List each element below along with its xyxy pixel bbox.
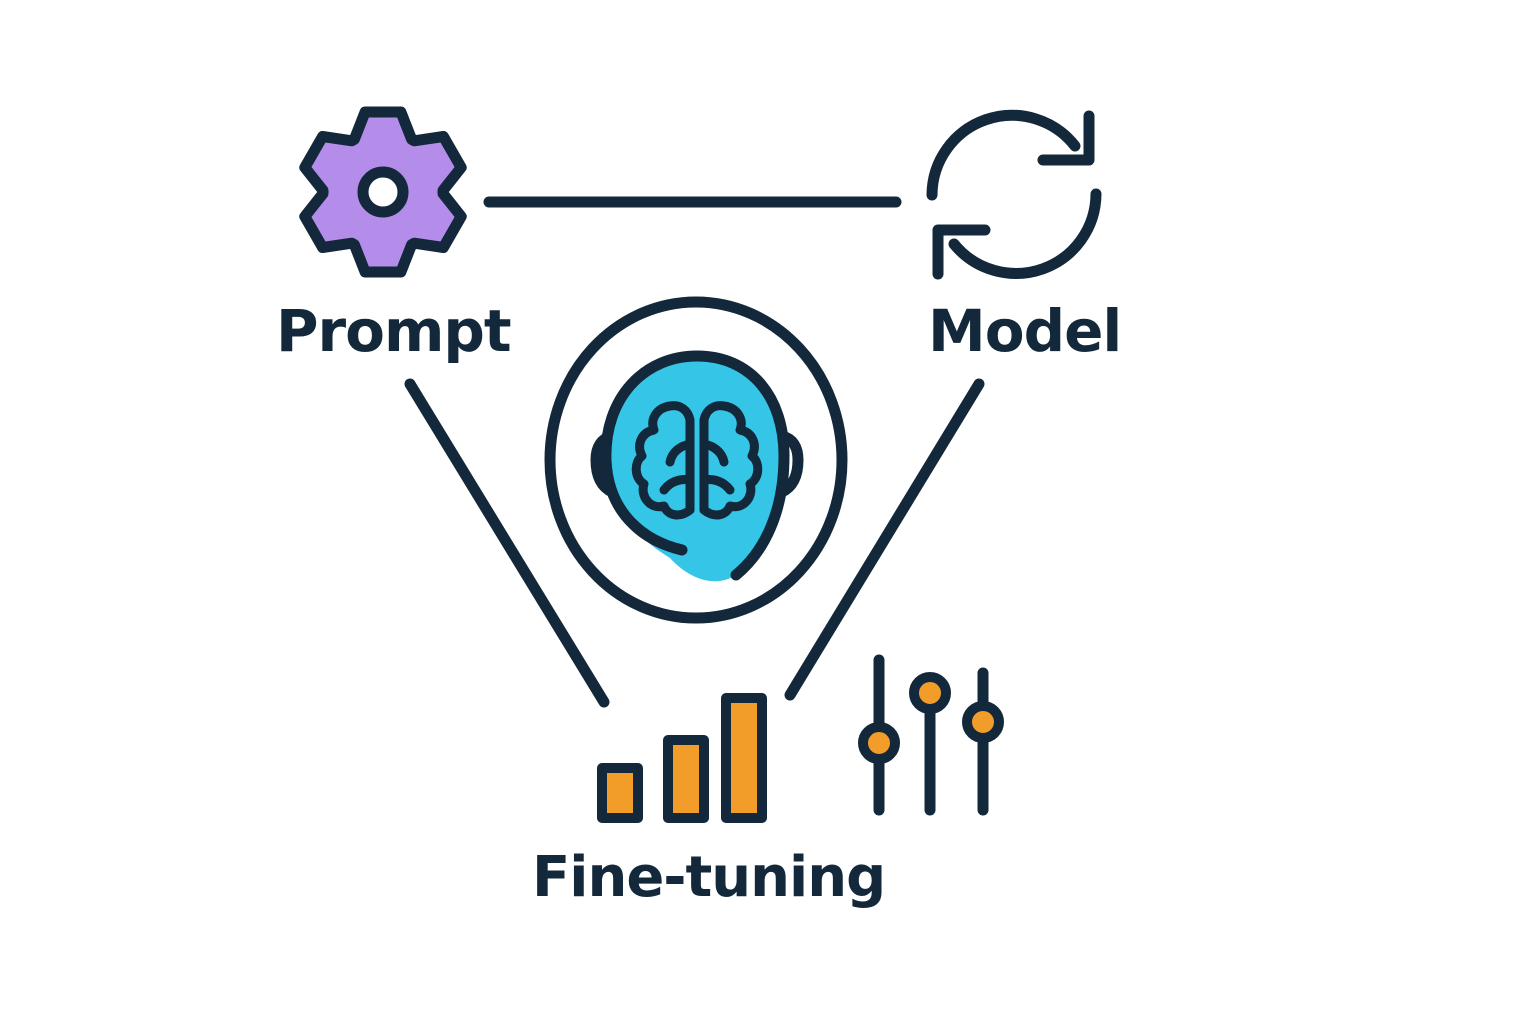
- gear-icon: [299, 106, 467, 278]
- bar-chart-icon: [597, 693, 767, 823]
- ai-brain-head-icon: [544, 296, 848, 624]
- head-ring: [544, 296, 848, 624]
- bar-chart-bar-2: [663, 735, 709, 823]
- connector-model-finetuning: [784, 378, 985, 701]
- bar-chart-bar-1: [597, 763, 643, 823]
- prompt-label: Prompt: [276, 297, 512, 365]
- finetuning-label: Fine-tuning: [532, 845, 886, 910]
- connector-prompt-finetuning: [404, 378, 610, 708]
- sliders-icon: [858, 654, 1004, 816]
- refresh-cycle-icon: [926, 109, 1102, 280]
- bar-chart-bar-3: [721, 693, 767, 823]
- model-label: Model: [928, 297, 1122, 365]
